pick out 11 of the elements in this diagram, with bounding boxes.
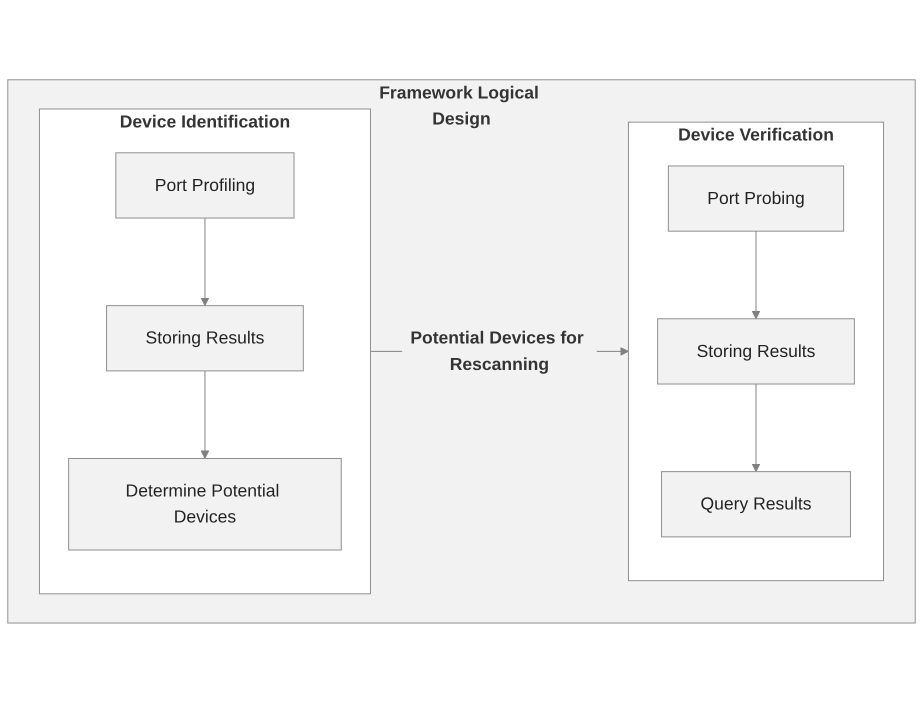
- node-box: Storing Results: [106, 305, 304, 372]
- node-box: Port Profiling: [115, 152, 295, 219]
- node-box: Port Probing: [668, 166, 844, 232]
- edge-label: Potential Devices for Rescanning: [410, 328, 584, 374]
- arrow: [752, 384, 760, 472]
- node-box: Storing Results: [657, 318, 855, 385]
- node-box: Query Results: [661, 471, 851, 538]
- arrow: [752, 230, 760, 320]
- node-box: Determine Potential Devices: [68, 458, 342, 551]
- arrow: [200, 370, 210, 459]
- arrow: [200, 218, 210, 306]
